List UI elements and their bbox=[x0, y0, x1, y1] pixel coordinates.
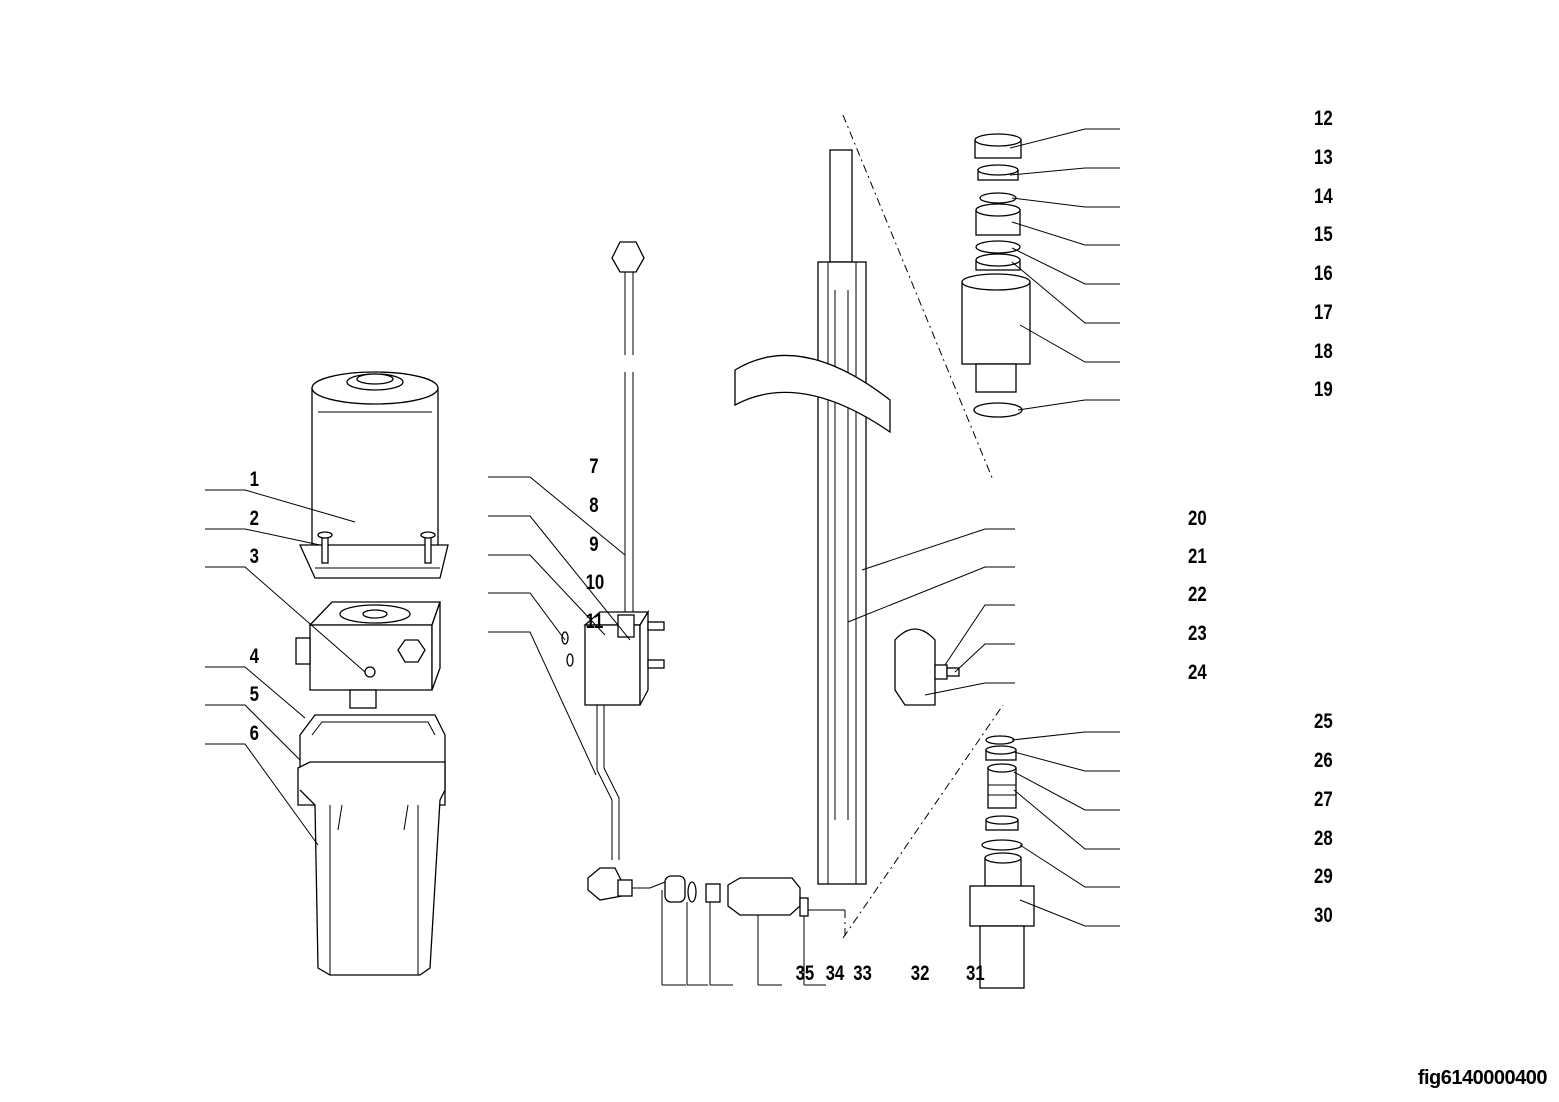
motor-part bbox=[311, 371, 439, 556]
callout-34: 34 bbox=[826, 962, 845, 985]
callout-35: 35 bbox=[796, 962, 815, 985]
callout-22: 22 bbox=[1188, 583, 1207, 606]
callout-6: 6 bbox=[250, 722, 259, 745]
callout-13: 13 bbox=[1314, 146, 1333, 169]
callout-8: 8 bbox=[589, 494, 598, 517]
valve-block-part bbox=[561, 609, 665, 706]
callout-17: 17 bbox=[1314, 301, 1333, 324]
pump-block-part bbox=[295, 601, 441, 709]
callout-15: 15 bbox=[1314, 223, 1333, 246]
callout-11: 11 bbox=[586, 610, 604, 633]
callout-28: 28 bbox=[1314, 827, 1333, 850]
callout-30: 30 bbox=[1314, 904, 1333, 927]
callout-7: 7 bbox=[589, 455, 598, 478]
lower-seal-kit-part bbox=[969, 735, 1035, 989]
leader-lines bbox=[205, 128, 1120, 986]
fittings-row-part bbox=[632, 875, 845, 917]
mounting-plate-part bbox=[298, 531, 449, 579]
callout-21: 21 bbox=[1188, 545, 1207, 568]
callout-5: 5 bbox=[250, 683, 260, 706]
callout-19: 19 bbox=[1314, 378, 1333, 401]
callout-12: 12 bbox=[1314, 107, 1333, 130]
callout-16: 16 bbox=[1314, 262, 1333, 285]
callout-31: 31 bbox=[966, 962, 985, 985]
callout-29: 29 bbox=[1314, 865, 1333, 888]
callout-4: 4 bbox=[250, 645, 260, 668]
figure-id: fig6140000400 bbox=[1417, 1067, 1548, 1089]
callout-1: 1 bbox=[250, 468, 260, 491]
return-pipe-part bbox=[611, 241, 645, 615]
callout-labels: 1 2 3 4 5 6 7 8 9 10 11 12 13 14 15 16 1… bbox=[250, 107, 1333, 985]
callout-26: 26 bbox=[1314, 749, 1333, 772]
explode-line bbox=[842, 704, 1004, 939]
callout-24: 24 bbox=[1188, 661, 1207, 684]
callout-9: 9 bbox=[589, 533, 598, 556]
lift-cylinder-part bbox=[734, 149, 891, 885]
callout-3: 3 bbox=[250, 545, 259, 568]
callout-23: 23 bbox=[1188, 622, 1207, 645]
callout-10: 10 bbox=[586, 571, 605, 594]
reservoir-tank-part bbox=[297, 714, 446, 976]
upper-seal-kit-part bbox=[961, 133, 1031, 418]
pressure-hose-part bbox=[587, 705, 633, 901]
callout-25: 25 bbox=[1314, 710, 1333, 733]
callout-32: 32 bbox=[911, 962, 930, 985]
callout-18: 18 bbox=[1314, 340, 1333, 363]
callout-20: 20 bbox=[1188, 507, 1207, 530]
callout-33: 33 bbox=[853, 962, 872, 985]
callout-27: 27 bbox=[1314, 788, 1333, 811]
clamp-part bbox=[894, 628, 960, 706]
explode-line bbox=[842, 114, 994, 481]
callout-2: 2 bbox=[250, 507, 259, 530]
callout-14: 14 bbox=[1314, 185, 1333, 208]
